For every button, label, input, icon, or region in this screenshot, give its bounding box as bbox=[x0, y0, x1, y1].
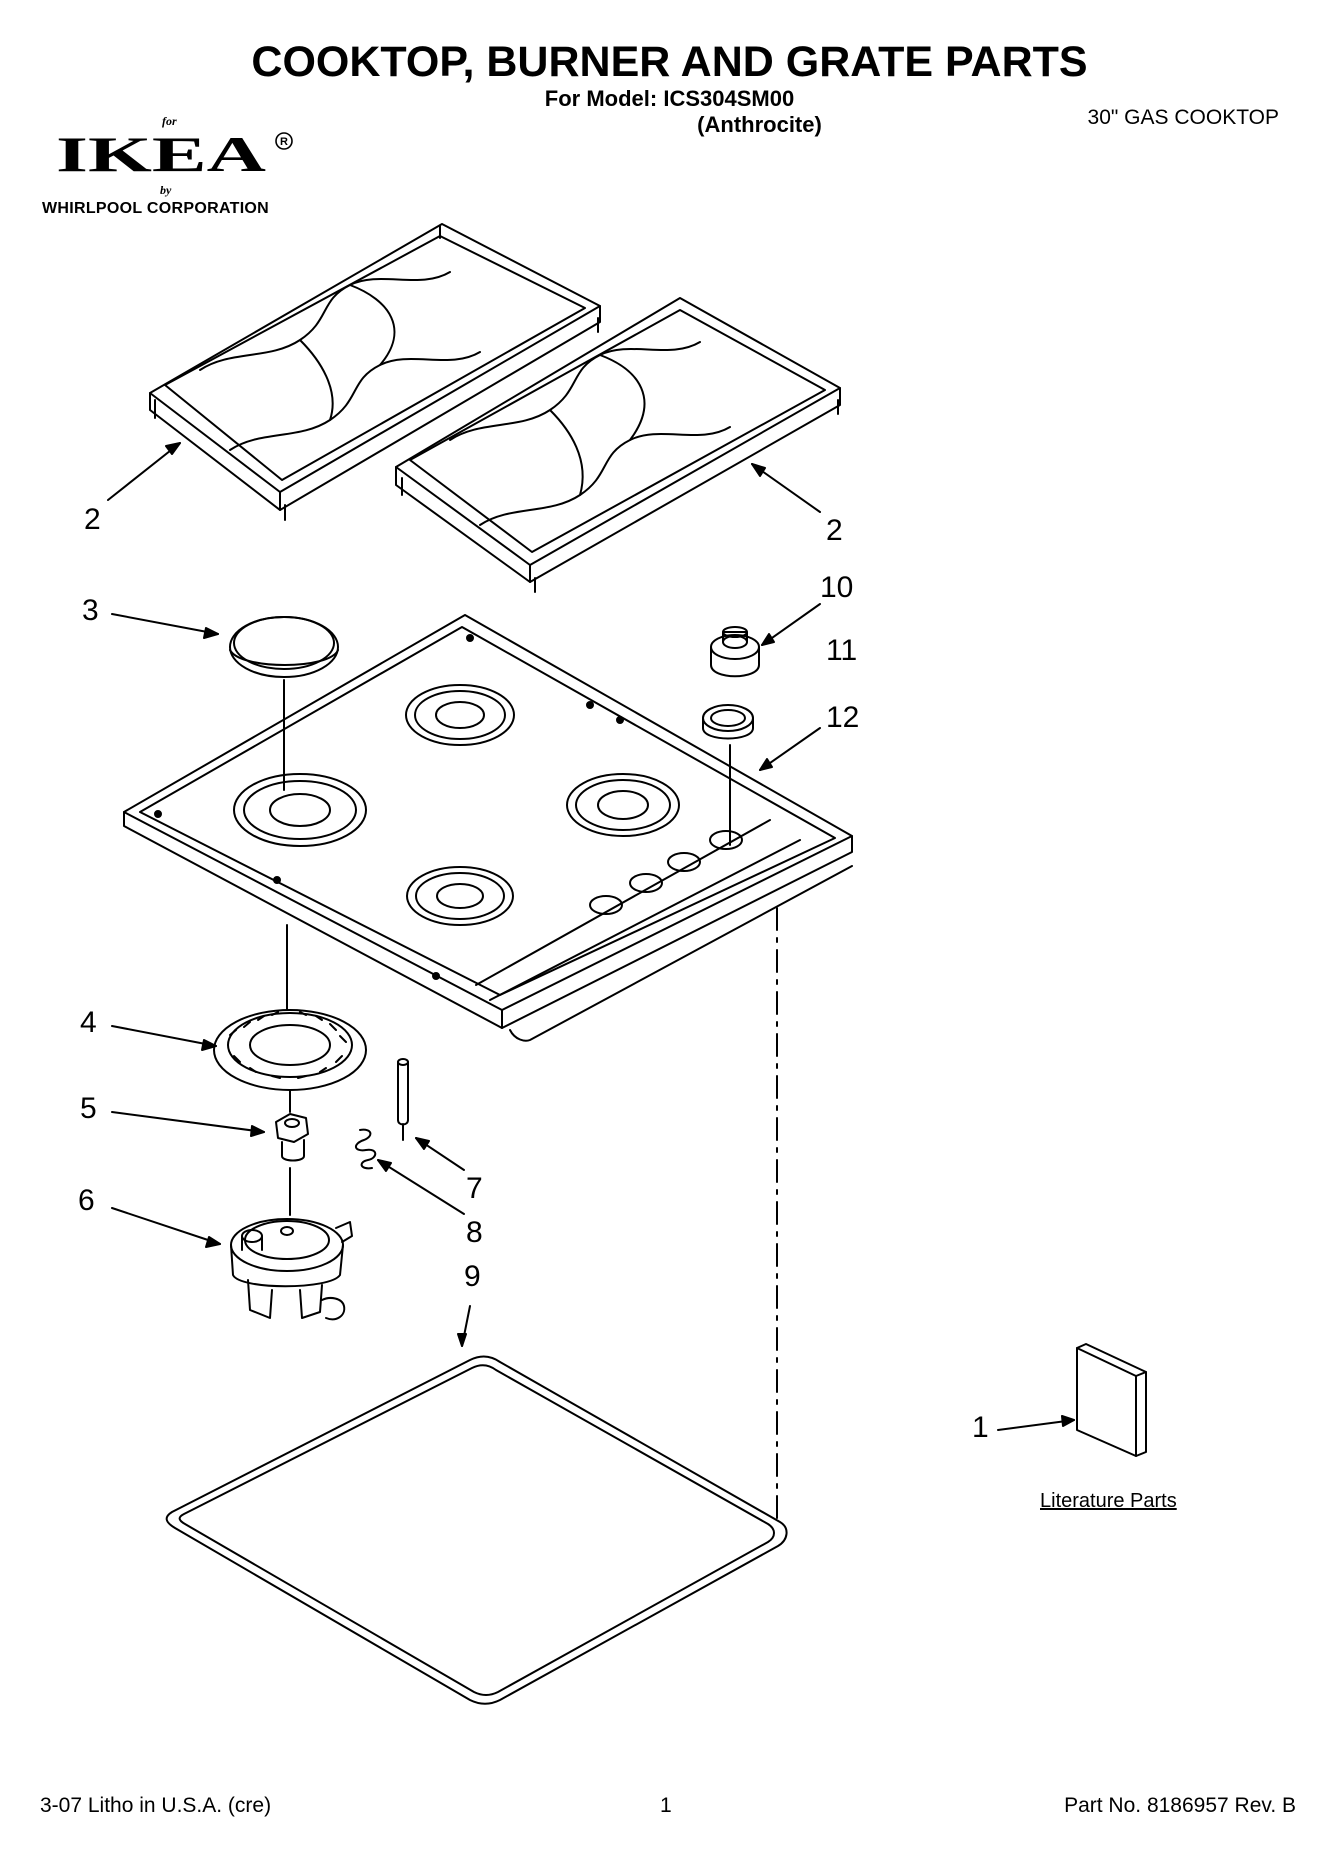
callout-2-right: 2 bbox=[826, 514, 843, 547]
grate-left bbox=[149, 223, 601, 521]
brand-for-text: for bbox=[162, 114, 177, 128]
grate-right bbox=[395, 297, 841, 593]
footer-litho: 3-07 Litho in U.S.A. (cre) bbox=[40, 1794, 272, 1817]
literature-parts-label: Literature Parts bbox=[1040, 1490, 1177, 1512]
page-title: COOKTOP, BURNER AND GRATE PARTS bbox=[251, 38, 1088, 86]
callout-8: 8 bbox=[466, 1216, 483, 1249]
footer-part-number: Part No. 8186957 Rev. B bbox=[1064, 1794, 1296, 1817]
brand-corporation: WHIRLPOOL CORPORATION bbox=[42, 200, 270, 217]
callout-5: 5 bbox=[80, 1092, 97, 1125]
callout-2-left: 2 bbox=[84, 503, 101, 536]
callout-4: 4 bbox=[80, 1006, 97, 1039]
callout-9: 9 bbox=[464, 1260, 481, 1293]
svg-text:R: R bbox=[280, 136, 288, 148]
literature-book bbox=[1076, 1343, 1147, 1457]
spark-electrode bbox=[397, 1058, 409, 1141]
orifice bbox=[275, 1113, 309, 1162]
burner-cap bbox=[229, 616, 339, 678]
ikea-logo: IKEA R bbox=[56, 131, 293, 175]
control-knob bbox=[710, 626, 760, 678]
callout-arrows bbox=[107, 442, 1075, 1431]
alignment-lines bbox=[283, 679, 778, 1521]
cooktop-surface bbox=[123, 614, 853, 1042]
spring-clip bbox=[355, 1128, 377, 1170]
cooktop-gasket bbox=[165, 1355, 788, 1705]
model-info: For Model: ICS304SM00 (Anthrocite) bbox=[0, 86, 1339, 138]
knob-bezel bbox=[702, 704, 754, 740]
model-finish: (Anthrocite) bbox=[697, 112, 822, 137]
callout-3: 3 bbox=[82, 594, 99, 627]
product-description: 30" GAS COOKTOP bbox=[1087, 106, 1279, 129]
ikea-logo-text: IKEA bbox=[56, 131, 266, 175]
callout-7: 7 bbox=[466, 1172, 483, 1205]
callout-11: 11 bbox=[826, 634, 858, 667]
callout-6: 6 bbox=[78, 1184, 95, 1217]
callout-10: 10 bbox=[820, 571, 854, 604]
burner-body bbox=[230, 1218, 353, 1321]
model-number: For Model: ICS304SM00 bbox=[544, 86, 795, 111]
callout-12: 12 bbox=[826, 701, 860, 734]
callout-1: 1 bbox=[972, 1411, 989, 1444]
brand-by-text: by bbox=[160, 183, 172, 197]
footer-page-number: 1 bbox=[660, 1794, 672, 1817]
burner-base bbox=[213, 1009, 367, 1091]
